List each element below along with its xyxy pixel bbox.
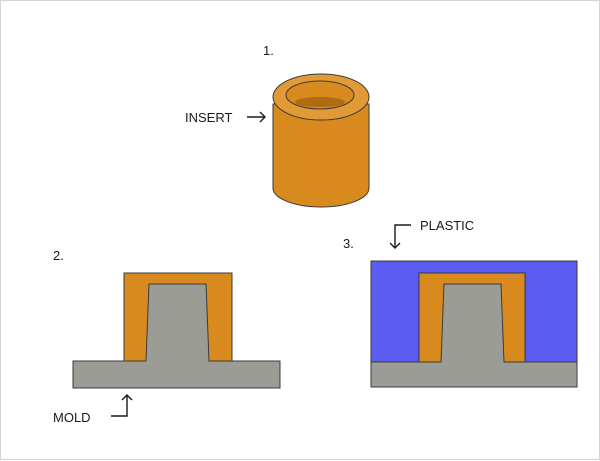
plastic-label: PLASTIC	[420, 218, 474, 233]
molded-mold-base	[370, 283, 578, 388]
mold-base	[72, 283, 281, 389]
step-1-number: 1.	[263, 43, 274, 58]
insert-label: INSERT	[185, 110, 232, 125]
insert-cylinder	[272, 73, 370, 208]
step-2-number: 2.	[53, 248, 64, 263]
plastic-arrow-icon	[389, 224, 411, 249]
mold-arrow-icon	[111, 394, 133, 417]
step-3-number: 3.	[343, 236, 354, 251]
insert-cylinder-body	[272, 103, 370, 208]
mold-assembly	[72, 272, 281, 389]
insert-arrow-icon	[247, 111, 266, 123]
molded-part	[370, 260, 578, 388]
insert-cylinder-hole-shadow	[295, 97, 345, 107]
mold-label: MOLD	[53, 410, 91, 425]
